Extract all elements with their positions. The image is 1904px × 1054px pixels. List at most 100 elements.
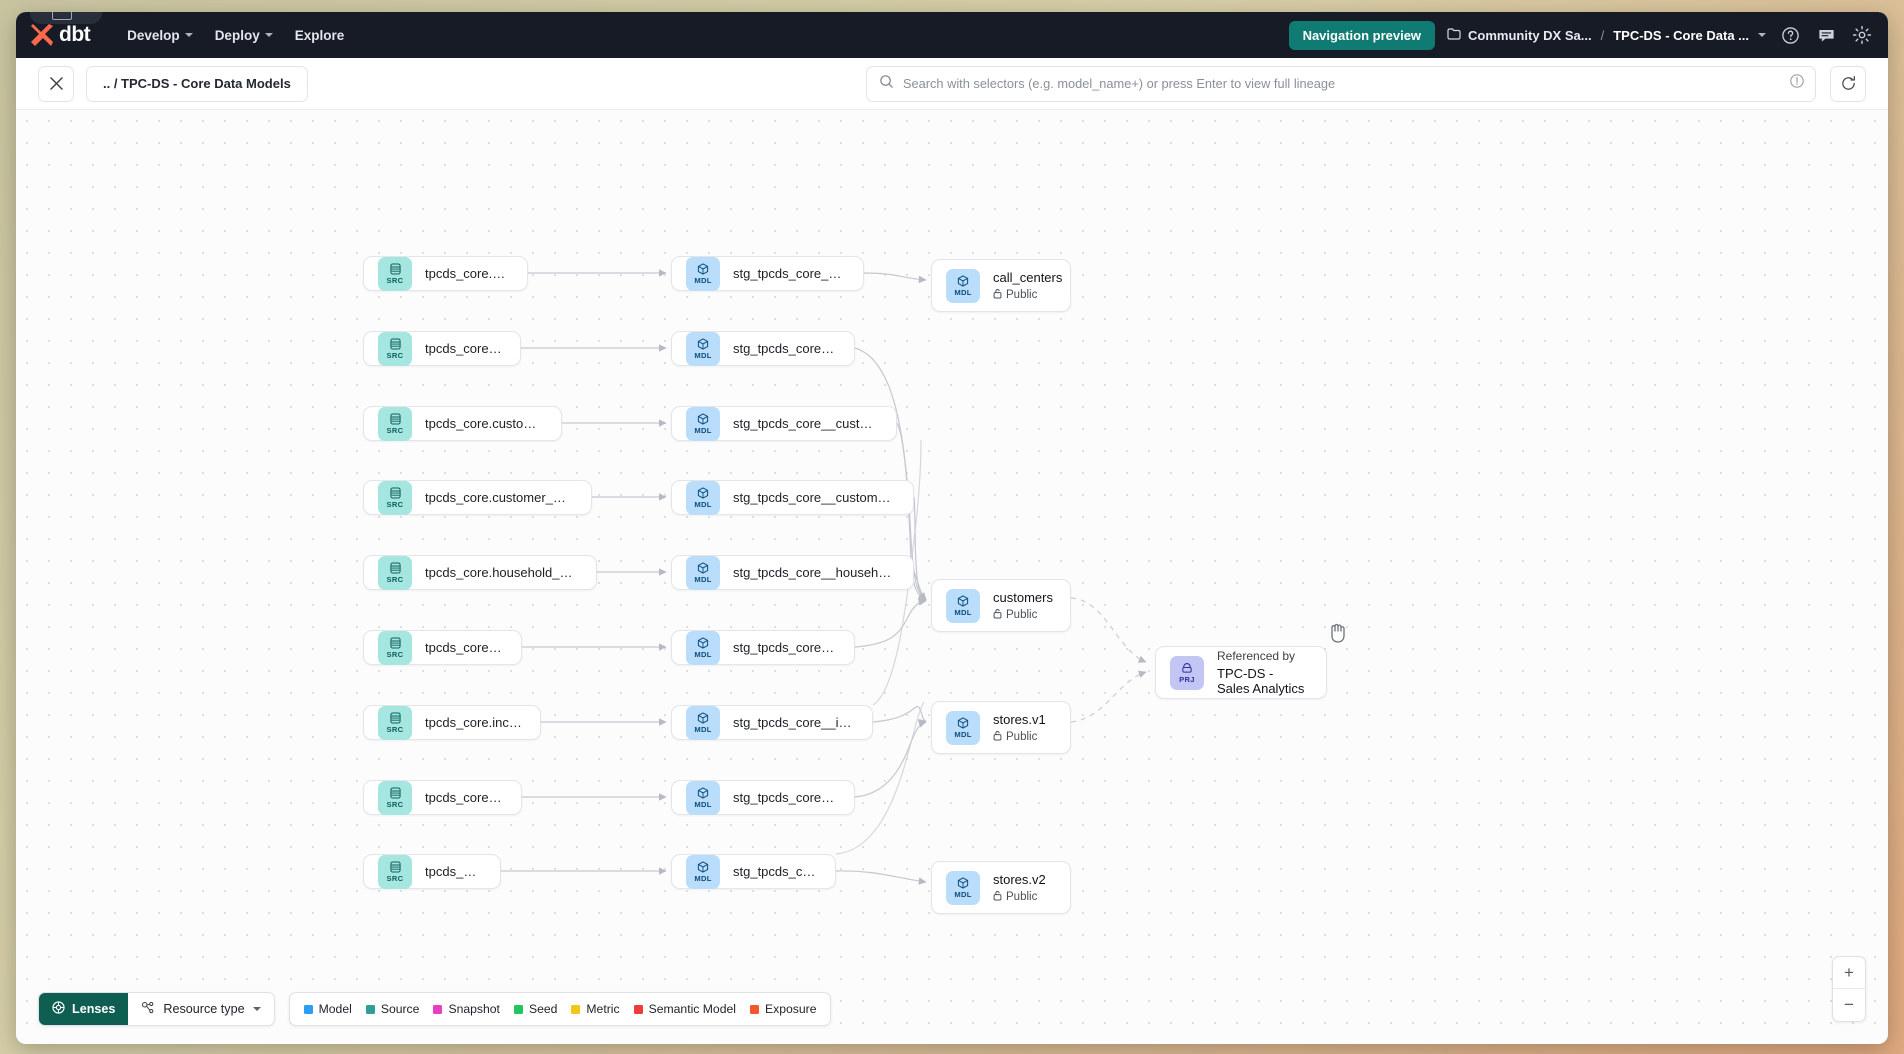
lineage-node-public[interactable]: MDL call_centers Public: [931, 259, 1071, 312]
lineage-node[interactable]: SRC tpcds_core.household_demographics: [363, 555, 597, 590]
zoom-out-button[interactable]: −: [1844, 995, 1854, 1014]
nav-item-explore-label: Explore: [294, 27, 345, 43]
search-box[interactable]: [866, 65, 1816, 102]
node-label: stg_tpcds_core__customer: [733, 341, 836, 356]
search-input[interactable]: [903, 76, 1780, 91]
badge-label: MDL: [694, 725, 712, 734]
node-label: stg_tpcds_core__store: [733, 864, 817, 879]
lineage-node[interactable]: MDL stg_tpcds_core__customer: [671, 331, 855, 366]
chevron-down-icon[interactable]: [1758, 33, 1766, 37]
lineage-node[interactable]: MDL stg_tpcds_core__call_center: [671, 256, 864, 291]
badge-label: MDL: [694, 500, 712, 509]
database-icon: [389, 711, 401, 725]
node-label: tpcds_core.income_band: [425, 715, 522, 730]
lineage-node[interactable]: SRC tpcds_core.call_center: [363, 256, 528, 291]
lineage-node[interactable]: SRC tpcds_core.store: [363, 854, 501, 889]
legend-item-metric: Metric: [571, 1002, 620, 1016]
source-badge: SRC: [378, 331, 412, 366]
lineage-node-public[interactable]: MDL customers Public: [931, 579, 1071, 632]
badge-label: SRC: [386, 725, 404, 734]
lineage-node[interactable]: SRC tpcds_core.inventory: [363, 780, 522, 815]
model-badge: MDL: [686, 630, 720, 665]
nav-item-explore[interactable]: Explore: [284, 22, 356, 49]
badge-label: SRC: [386, 575, 404, 584]
badge-label: MDL: [954, 730, 972, 739]
lineage-node[interactable]: MDL stg_tpcds_core__customer_demogra…: [671, 480, 914, 515]
lineage-canvas[interactable]: SRC tpcds_core.call_center SRC tpcds_cor…: [16, 110, 1888, 1044]
close-button[interactable]: [38, 65, 74, 102]
chevron-down-icon: [264, 33, 273, 37]
breadcrumb-pill[interactable]: .. / TPC-DS - Core Data Models: [86, 65, 308, 102]
node-title: stores.v1: [993, 711, 1046, 727]
node-access-label: Public: [1006, 890, 1038, 903]
info-icon[interactable]: [1789, 73, 1805, 94]
source-badge: SRC: [378, 630, 412, 665]
node-label: tpcds_core.inventory: [425, 790, 503, 805]
lens-icon: [52, 1001, 65, 1017]
badge-label: SRC: [386, 874, 404, 883]
nav-item-develop[interactable]: Develop: [116, 22, 204, 49]
lenses-button[interactable]: Lenses: [39, 993, 129, 1025]
breadcrumb-account[interactable]: Community DX Sa...: [1468, 27, 1592, 43]
badge-label: MDL: [954, 608, 972, 617]
node-text: Referenced by TPC-DS - Sales Analytics: [1217, 649, 1308, 696]
lineage-node[interactable]: MDL stg_tpcds_core__household_demogr…: [671, 555, 914, 590]
node-text: stores.v1 Public: [993, 712, 1046, 744]
badge-label: SRC: [386, 500, 404, 509]
nav-item-deploy[interactable]: Deploy: [204, 22, 284, 49]
cube-icon: [697, 561, 709, 575]
zoom-in-button[interactable]: +: [1833, 957, 1865, 989]
lineage-node-public[interactable]: MDL stores.v2 Public: [931, 861, 1071, 914]
node-text: stores.v2 Public: [993, 872, 1046, 904]
lineage-node[interactable]: SRC tpcds_core.customer_demographics: [363, 480, 592, 515]
database-icon: [389, 786, 401, 800]
cube-icon: [697, 262, 709, 276]
legend-item-semantic-model: Semantic Model: [633, 1002, 736, 1016]
lens-group: Lenses Resource type: [38, 992, 275, 1026]
node-label: stg_tpcds_core__customer_demogra…: [733, 490, 895, 505]
legend-label: Source: [380, 1002, 420, 1016]
lineage-node[interactable]: MDL stg_tpcds_core__income_band: [671, 705, 873, 740]
lineage-node[interactable]: MDL stg_tpcds_core__customer_address: [671, 406, 897, 441]
lineage-node[interactable]: SRC tpcds_core.customer_address: [363, 406, 562, 441]
model-badge: MDL: [686, 854, 720, 889]
refresh-button[interactable]: [1830, 65, 1866, 102]
lineage-node[interactable]: MDL stg_tpcds_core__inventory: [671, 780, 855, 815]
feedback-icon[interactable]: [1814, 23, 1838, 47]
database-icon: [389, 262, 401, 276]
settings-icon[interactable]: [1850, 23, 1874, 47]
node-title: call_centers: [993, 269, 1063, 285]
node-label: stg_tpcds_core__customer_address: [733, 416, 878, 431]
dbt-logo-icon: [28, 23, 54, 47]
zoom-controls: + −: [1832, 956, 1866, 1022]
source-badge: SRC: [378, 705, 412, 740]
node-access: Public: [993, 288, 1052, 302]
lineage-node[interactable]: SRC tpcds_core.income_band: [363, 705, 541, 740]
lineage-node[interactable]: MDL stg_tpcds_core__store: [671, 854, 836, 889]
lineage-node[interactable]: SRC tpcds_core.date_dim: [363, 630, 522, 665]
cube-icon: [957, 716, 969, 730]
model-badge: MDL: [686, 780, 720, 815]
badge-label: SRC: [386, 351, 404, 360]
dbt-logo[interactable]: dbt: [28, 23, 91, 47]
badge-label: PRJ: [1179, 675, 1195, 684]
dbt-wordmark: dbt: [59, 23, 91, 46]
navigation-preview-button[interactable]: Navigation preview: [1288, 20, 1436, 50]
node-title: stores.v2: [993, 871, 1046, 887]
lineage-node-project[interactable]: PRJ Referenced by TPC-DS - Sales Analyti…: [1155, 646, 1327, 699]
source-badge: SRC: [378, 480, 412, 515]
lineage-node-public[interactable]: MDL stores.v1 Public: [931, 701, 1071, 754]
legend-swatch: [749, 1004, 759, 1014]
node-access: Public: [993, 730, 1046, 744]
toolbar-right-group: [1830, 65, 1866, 102]
top-navigation-bar: dbt Develop Deploy Explore Navigation pr…: [16, 12, 1888, 58]
lineage-node[interactable]: MDL stg_tpcds_core__date_dim: [671, 630, 855, 665]
lineage-node[interactable]: SRC tpcds_core.customer: [363, 331, 521, 366]
node-text: call_centers Public: [993, 269, 1063, 302]
badge-label: MDL: [954, 288, 972, 297]
resource-type-dropdown[interactable]: Resource type: [128, 993, 274, 1025]
model-badge: MDL: [946, 710, 980, 745]
bottom-control-bar: Lenses Resource type: [38, 992, 832, 1026]
breadcrumb-project[interactable]: TPC-DS - Core Data ...: [1613, 27, 1749, 43]
help-icon[interactable]: [1778, 23, 1802, 47]
